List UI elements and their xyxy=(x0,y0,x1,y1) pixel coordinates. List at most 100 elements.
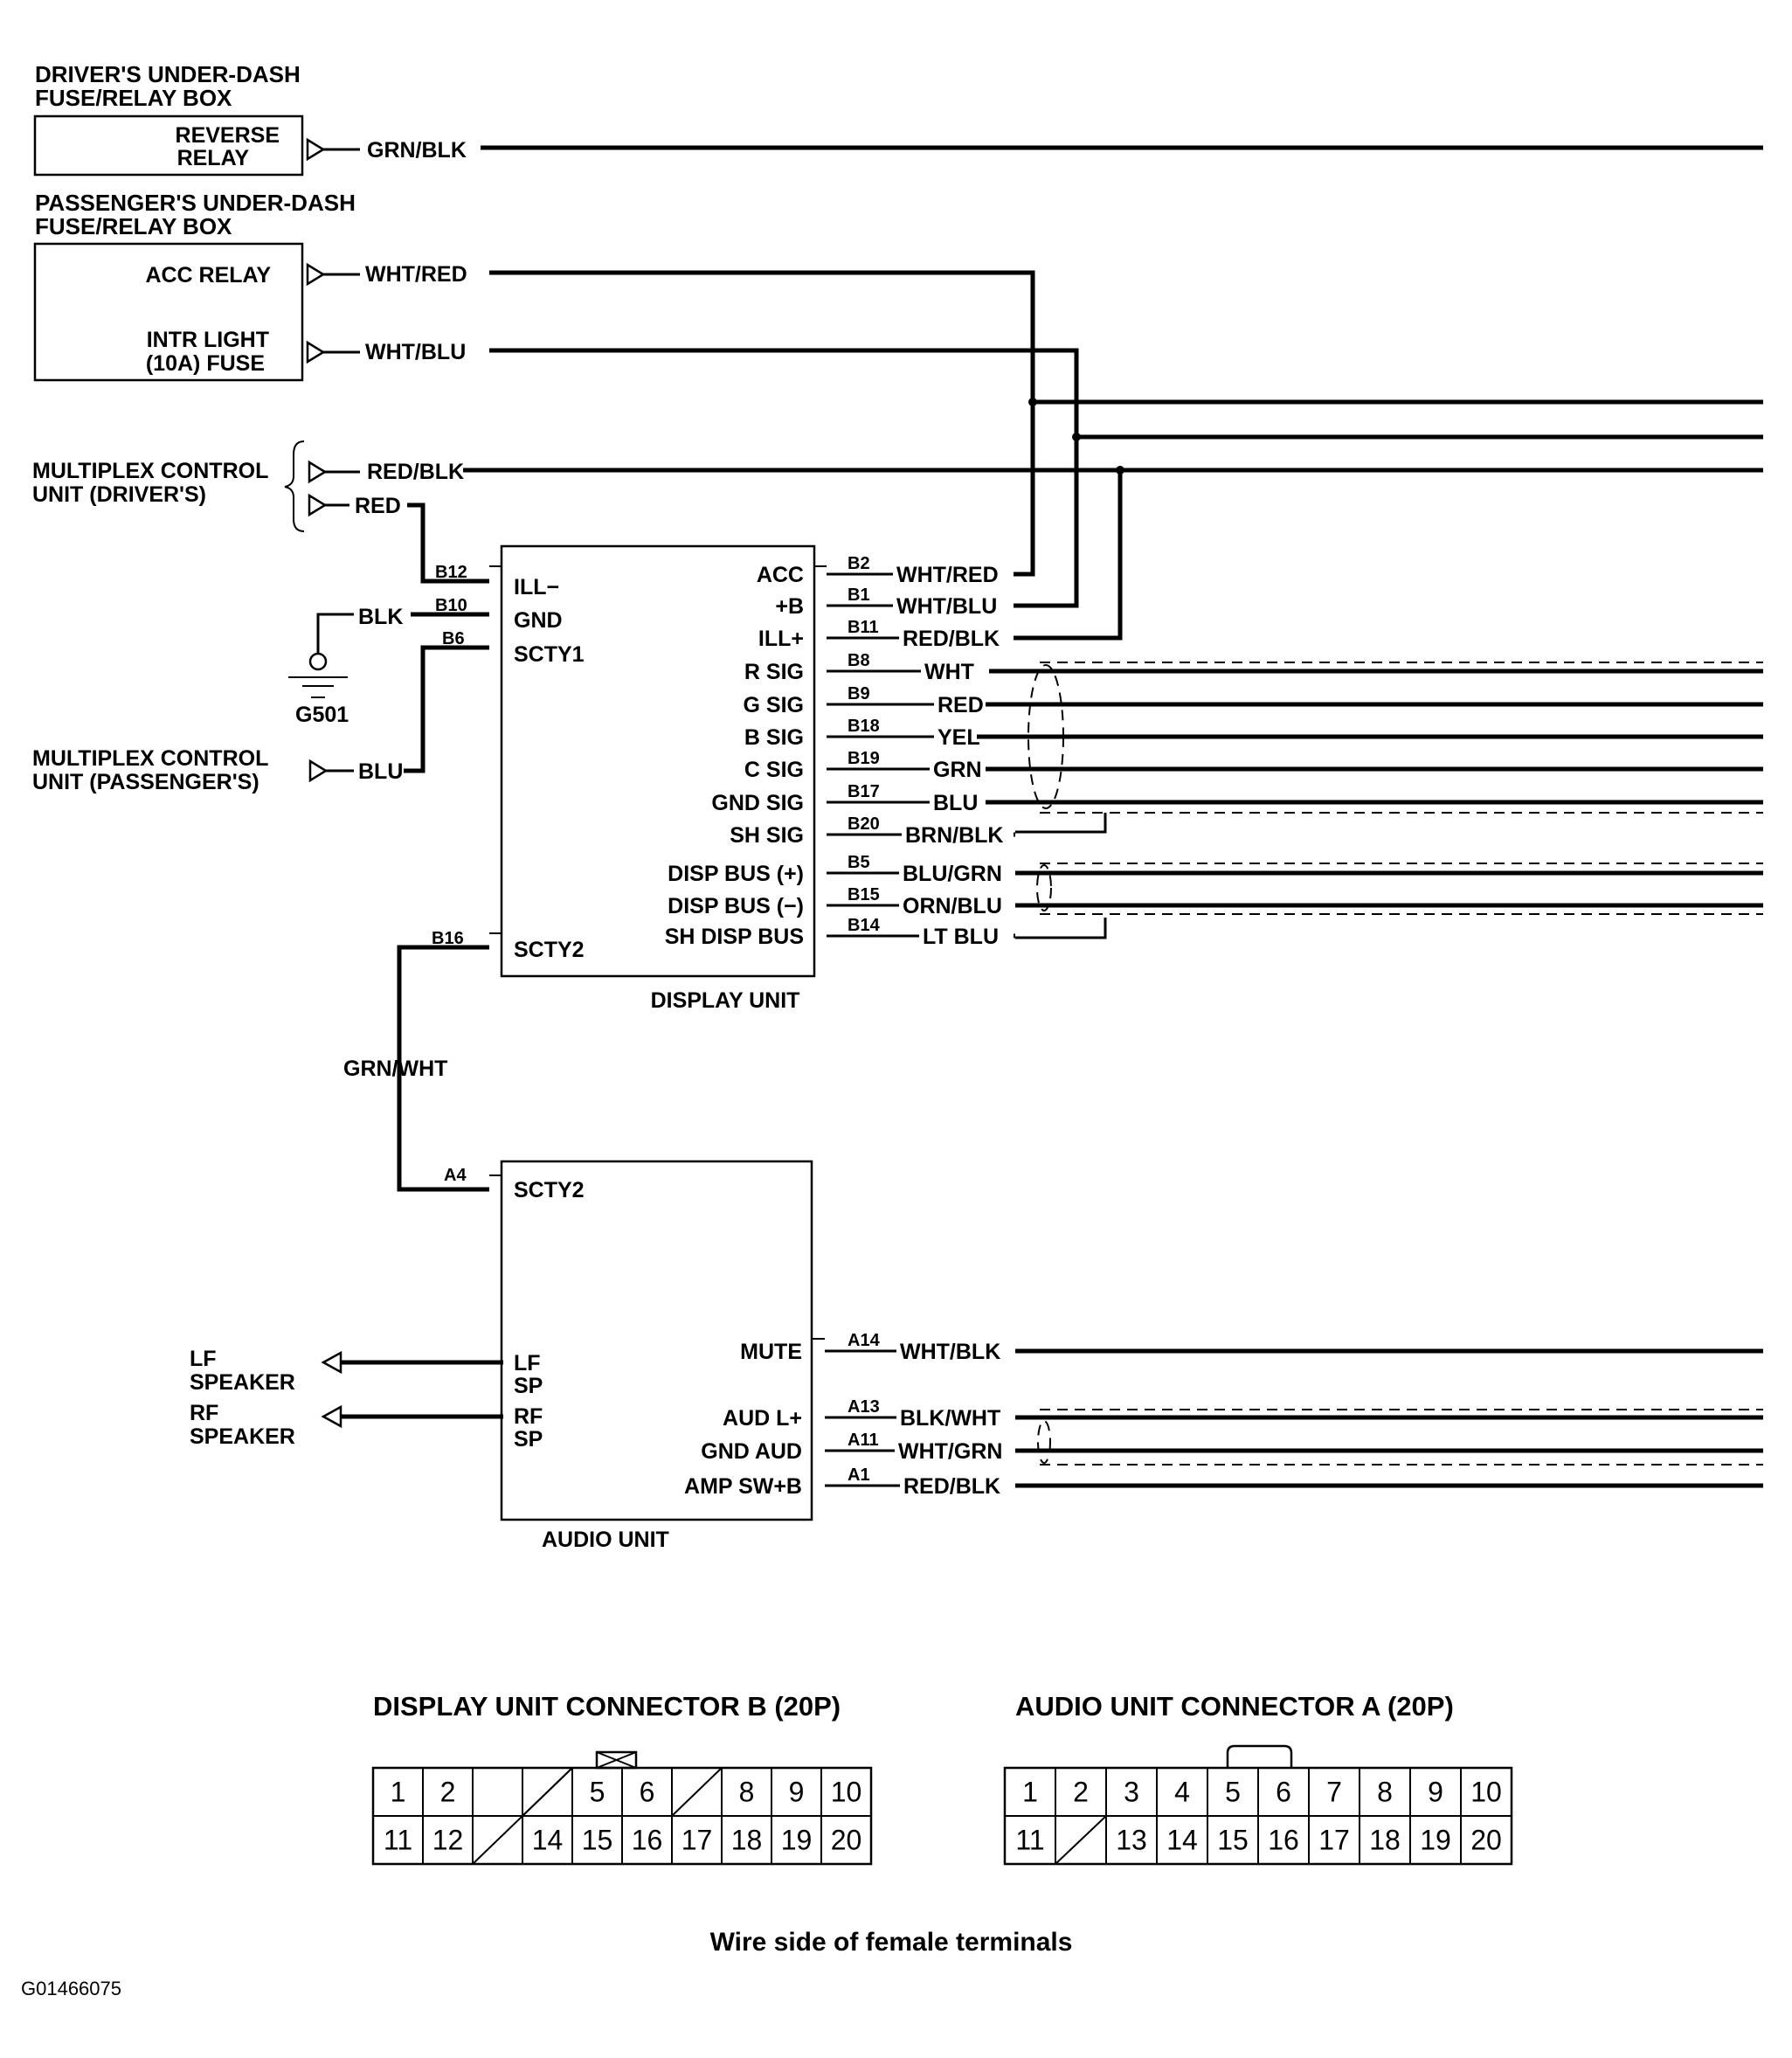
terminal-number: 5 xyxy=(590,1777,605,1808)
terminal-number: 16 xyxy=(632,1825,663,1856)
ground-g501: BLK G501 xyxy=(288,605,480,727)
mcu-passenger-label: MULTIPLEX CONTROL xyxy=(32,746,268,771)
pin-label: R SIG xyxy=(744,660,804,684)
twisted-pair-icon xyxy=(1037,1420,1051,1464)
pin-label-gnd: GND xyxy=(514,608,563,633)
driver-box-title-2: FUSE/RELAY BOX xyxy=(35,85,232,111)
multiplex-control-unit-driver: MULTIPLEX CONTROL UNIT (DRIVER'S) RED/BL… xyxy=(32,440,464,532)
wire-label-blk: BLK xyxy=(358,605,403,629)
pin-id: B14 xyxy=(848,916,881,935)
connector-latch-icon xyxy=(596,1751,637,1769)
pin-label: B SIG xyxy=(744,725,804,750)
intr-light-label: INTR LIGHT xyxy=(147,328,269,352)
reverse-relay-terminal-icon xyxy=(306,137,326,162)
pin-id: A13 xyxy=(848,1397,880,1417)
pin-label: AUD L+ xyxy=(723,1406,802,1431)
pin-label: C SIG xyxy=(744,758,804,782)
wire-label: RED xyxy=(938,693,984,717)
splice-dot xyxy=(1116,466,1124,475)
wire-label: WHT/BLU xyxy=(896,594,997,619)
brace-icon xyxy=(284,440,305,532)
wire-label: WHT xyxy=(924,660,974,684)
terminal-number: 17 xyxy=(1318,1825,1350,1856)
wire-wht-red xyxy=(489,270,1035,577)
terminal-number: 14 xyxy=(532,1825,564,1856)
empty-cavity-mark xyxy=(1055,1815,1107,1865)
reverse-relay-label: REVERSE xyxy=(176,123,280,148)
audio-connector-title: AUDIO UNIT CONNECTOR A (20P) xyxy=(1015,1691,1454,1722)
wire-label: GRN xyxy=(933,758,982,782)
rf-sp-label-2: SP xyxy=(514,1427,543,1452)
wire-label: ORN/BLU xyxy=(903,894,1002,918)
mcu-driver-label: MULTIPLEX CONTROL xyxy=(32,459,268,483)
wire-grn-wht xyxy=(397,945,489,1192)
wire-label-wht-red: WHT/RED xyxy=(365,262,467,287)
wire-blk xyxy=(316,613,354,654)
terminal-number: 1 xyxy=(391,1777,406,1808)
connector-latch-icon xyxy=(1226,1744,1293,1768)
pin-id: B5 xyxy=(848,853,870,872)
pin-label-scty2-audio: SCTY2 xyxy=(514,1178,585,1202)
pin-id: A11 xyxy=(848,1431,879,1450)
terminal-number: 11 xyxy=(1015,1825,1044,1856)
wire-label: BLU/GRN xyxy=(903,862,1002,886)
audio-unit-name: AUDIO UNIT xyxy=(542,1528,669,1552)
wire-label: RED/BLK xyxy=(903,627,1000,651)
pin-label: AMP SW+B xyxy=(684,1474,802,1499)
pin-b10: B10 xyxy=(435,596,467,615)
pin-label: GND AUD xyxy=(701,1439,802,1464)
terminal-number: 9 xyxy=(789,1777,805,1808)
terminal-number: 13 xyxy=(1116,1825,1147,1856)
wire-label-red-blk: RED/BLK xyxy=(367,460,464,484)
wire-label: BLU xyxy=(933,791,978,815)
terminal-number: 6 xyxy=(1276,1777,1291,1808)
pin-label-ill-minus: ILL− xyxy=(514,575,559,599)
passenger-fuse-relay-box: PASSENGER'S UNDER-DASH FUSE/RELAY BOX AC… xyxy=(33,190,467,382)
connector-caption: Wire side of female terminals xyxy=(710,1928,1073,1957)
shield-drain xyxy=(1015,813,1107,834)
terminal-number: 19 xyxy=(781,1825,813,1856)
pin-label: ILL+ xyxy=(758,627,804,651)
mcu-driver-label-2: UNIT (DRIVER'S) xyxy=(32,482,206,507)
wire-label-red: RED xyxy=(355,494,401,518)
display-unit: B12 B10 B6 ILL− GND SCTY1 B16 SCTY2 DISP… xyxy=(423,544,1763,1013)
terminal-number: 14 xyxy=(1166,1825,1198,1856)
terminal-number: 19 xyxy=(1420,1825,1451,1856)
pin-b6: B6 xyxy=(442,629,465,648)
terminal-number: 8 xyxy=(739,1777,755,1808)
terminal-number: 16 xyxy=(1268,1825,1299,1856)
pin-b12: B12 xyxy=(435,563,467,582)
ground-terminal-icon xyxy=(308,652,328,671)
ground-label: G501 xyxy=(295,703,349,727)
rf-sp-label: RF xyxy=(514,1404,543,1429)
pin-id: B11 xyxy=(848,618,879,637)
multiplex-control-unit-passenger: MULTIPLEX CONTROL UNIT (PASSENGER'S) BLU xyxy=(32,746,403,794)
wire-label: YEL xyxy=(938,725,980,750)
lf-sp-label: LF xyxy=(514,1351,541,1375)
terminal-number: 12 xyxy=(432,1825,464,1856)
wire-label: WHT/GRN xyxy=(898,1439,1002,1464)
passenger-box-title-2: FUSE/RELAY BOX xyxy=(35,213,232,239)
wire-wht-blu xyxy=(489,348,1079,608)
wire-label: WHT/BLK xyxy=(900,1340,1000,1364)
pin-id: B20 xyxy=(848,814,880,834)
empty-cavity-mark xyxy=(671,1767,723,1817)
terminal-number: 3 xyxy=(1124,1777,1139,1808)
pin-label: G SIG xyxy=(744,693,804,717)
pin-id: B19 xyxy=(848,749,880,768)
mcu-red-terminal-icon xyxy=(308,493,328,517)
terminal-number: 2 xyxy=(440,1777,456,1808)
pin-id: B8 xyxy=(848,651,870,670)
pin-id: A1 xyxy=(848,1466,870,1485)
terminal-number: 15 xyxy=(582,1825,613,1856)
terminal-number: 17 xyxy=(682,1825,713,1856)
rf-speaker-label: RF xyxy=(190,1401,218,1425)
intr-light-terminal-icon xyxy=(306,340,326,364)
pin-label: GND SIG xyxy=(711,791,804,815)
terminal-number: 7 xyxy=(1326,1777,1342,1808)
terminal-number: 8 xyxy=(1377,1777,1393,1808)
